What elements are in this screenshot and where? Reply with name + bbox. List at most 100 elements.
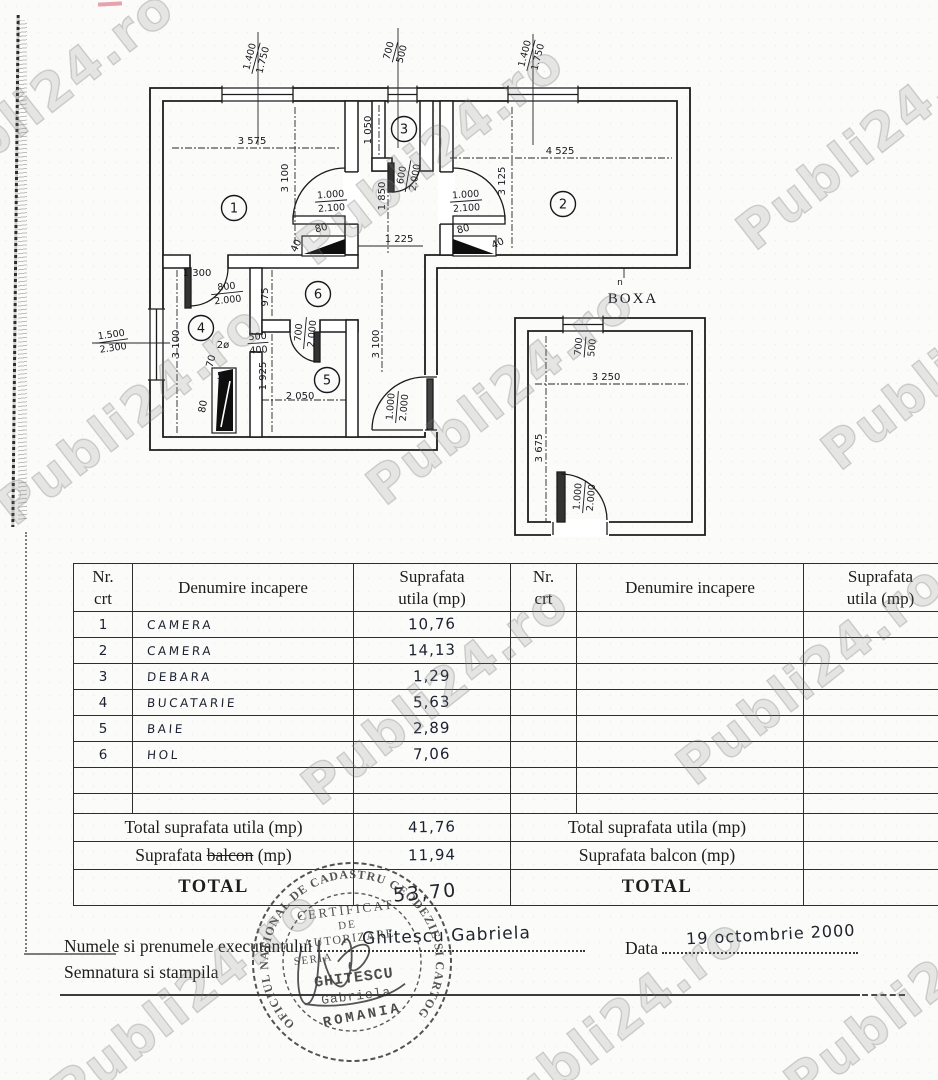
row-area: 7,06: [353, 741, 511, 768]
empty-cell: [576, 793, 804, 814]
empty-cell: [132, 793, 354, 814]
room-number: 6: [304, 280, 332, 308]
door-jambs: [189, 158, 608, 535]
svg-text:500: 500: [248, 331, 267, 343]
empty-cell: [353, 793, 511, 814]
room-number: 1: [220, 194, 248, 222]
empty-cell: [132, 767, 354, 794]
dim-label: 4 525: [546, 146, 575, 157]
svg-text:4: 4: [197, 322, 205, 337]
dim-label: 40: [490, 236, 506, 251]
empty-cell: [803, 767, 938, 794]
row-nr: 4: [73, 689, 133, 716]
row-nr: 1: [73, 611, 133, 638]
dim-label: 1 050: [363, 116, 374, 145]
svg-text:5: 5: [323, 374, 331, 389]
dimension-lines: [172, 105, 688, 522]
svg-text:2.000: 2.000: [398, 394, 411, 422]
row-area-right: [803, 715, 938, 742]
balcon-label-right: Suprafata balcon (mp): [510, 841, 804, 870]
row-nr-right: [510, 637, 577, 664]
dim-label: 80: [197, 399, 210, 413]
plan-outer-walls: [149, 87, 706, 536]
row-nr-right: [510, 611, 577, 638]
bottom-rule: [60, 994, 860, 996]
empty-table-row: [73, 793, 938, 814]
row-name-right: [576, 689, 804, 716]
svg-text:800: 800: [217, 281, 236, 294]
svg-text:1.500: 1.500: [97, 328, 125, 343]
row-name-right: [576, 663, 804, 690]
surveyor-stamp: OFICIUL NATIONAL DE CADASTRU GEODEZIE SI…: [246, 856, 455, 1062]
balcon-label: Suprafata BOXAbalcon (mp): [73, 841, 354, 870]
svg-text:2.100: 2.100: [453, 202, 481, 215]
window-symbols: [148, 85, 604, 381]
balcon-value-right: [803, 841, 938, 870]
scan-edge-artifact: [24, 953, 116, 955]
dim-label: 3 100: [171, 330, 182, 359]
svg-text:2.000: 2.000: [585, 484, 598, 512]
room-number: 4: [187, 314, 215, 342]
dotted-leader: [662, 938, 859, 954]
date-line: Data: [625, 938, 859, 959]
col-header-nr: Nr.crt: [510, 563, 577, 612]
grand-total-row: TOTAL TOTAL: [73, 869, 938, 906]
svg-text:2.000: 2.000: [214, 294, 242, 308]
row-nr: 2: [73, 637, 133, 664]
row-name-right: [576, 715, 804, 742]
row-name: CAMERA: [132, 637, 354, 664]
plan-interior-walls: [162, 100, 454, 438]
stamp-signature: [297, 938, 406, 1007]
empty-cell: [510, 767, 577, 794]
svg-text:1.000: 1.000: [317, 189, 345, 202]
row-name: HOL: [132, 741, 354, 768]
row-nr: 6: [73, 741, 133, 768]
balcon-value: 11,94: [353, 841, 511, 870]
empty-cell: [73, 767, 133, 794]
svg-text:500: 500: [586, 338, 599, 357]
dim-label: 975: [260, 287, 271, 306]
row-area-right: [803, 611, 938, 638]
row-nr: 3: [73, 663, 133, 690]
row-name: BAIE: [132, 715, 354, 742]
executor-name-label: Numele si prenumele executantului: [64, 936, 313, 956]
svg-text:700: 700: [573, 337, 586, 356]
svg-text:1: 1: [230, 202, 238, 217]
dim-label: 1 850: [377, 182, 388, 211]
dim-label: 3 250: [592, 372, 621, 383]
room-number: 5: [313, 366, 341, 394]
row-name: CAMERA: [132, 611, 354, 638]
dim-label: 40: [289, 238, 304, 254]
empty-table-row: [73, 767, 938, 794]
row-area-right: [803, 663, 938, 690]
row-nr-right: [510, 689, 577, 716]
row-nr-right: [510, 663, 577, 690]
dim-label: n: [617, 278, 623, 288]
row-area: 1,29: [353, 663, 511, 690]
total-utila-label: Total suprafata utila (mp): [73, 813, 354, 842]
col-header-name: Denumire incapere: [576, 563, 804, 612]
signature-line: Semnatura si stampila: [64, 962, 219, 983]
empty-cell: [576, 767, 804, 794]
row-area: 2,89: [353, 715, 511, 742]
room-number: 3: [390, 115, 418, 143]
row-name-right: [576, 637, 804, 664]
boxa-handwritten-note: BOXA: [213, 843, 249, 845]
row-name-right: [576, 741, 804, 768]
